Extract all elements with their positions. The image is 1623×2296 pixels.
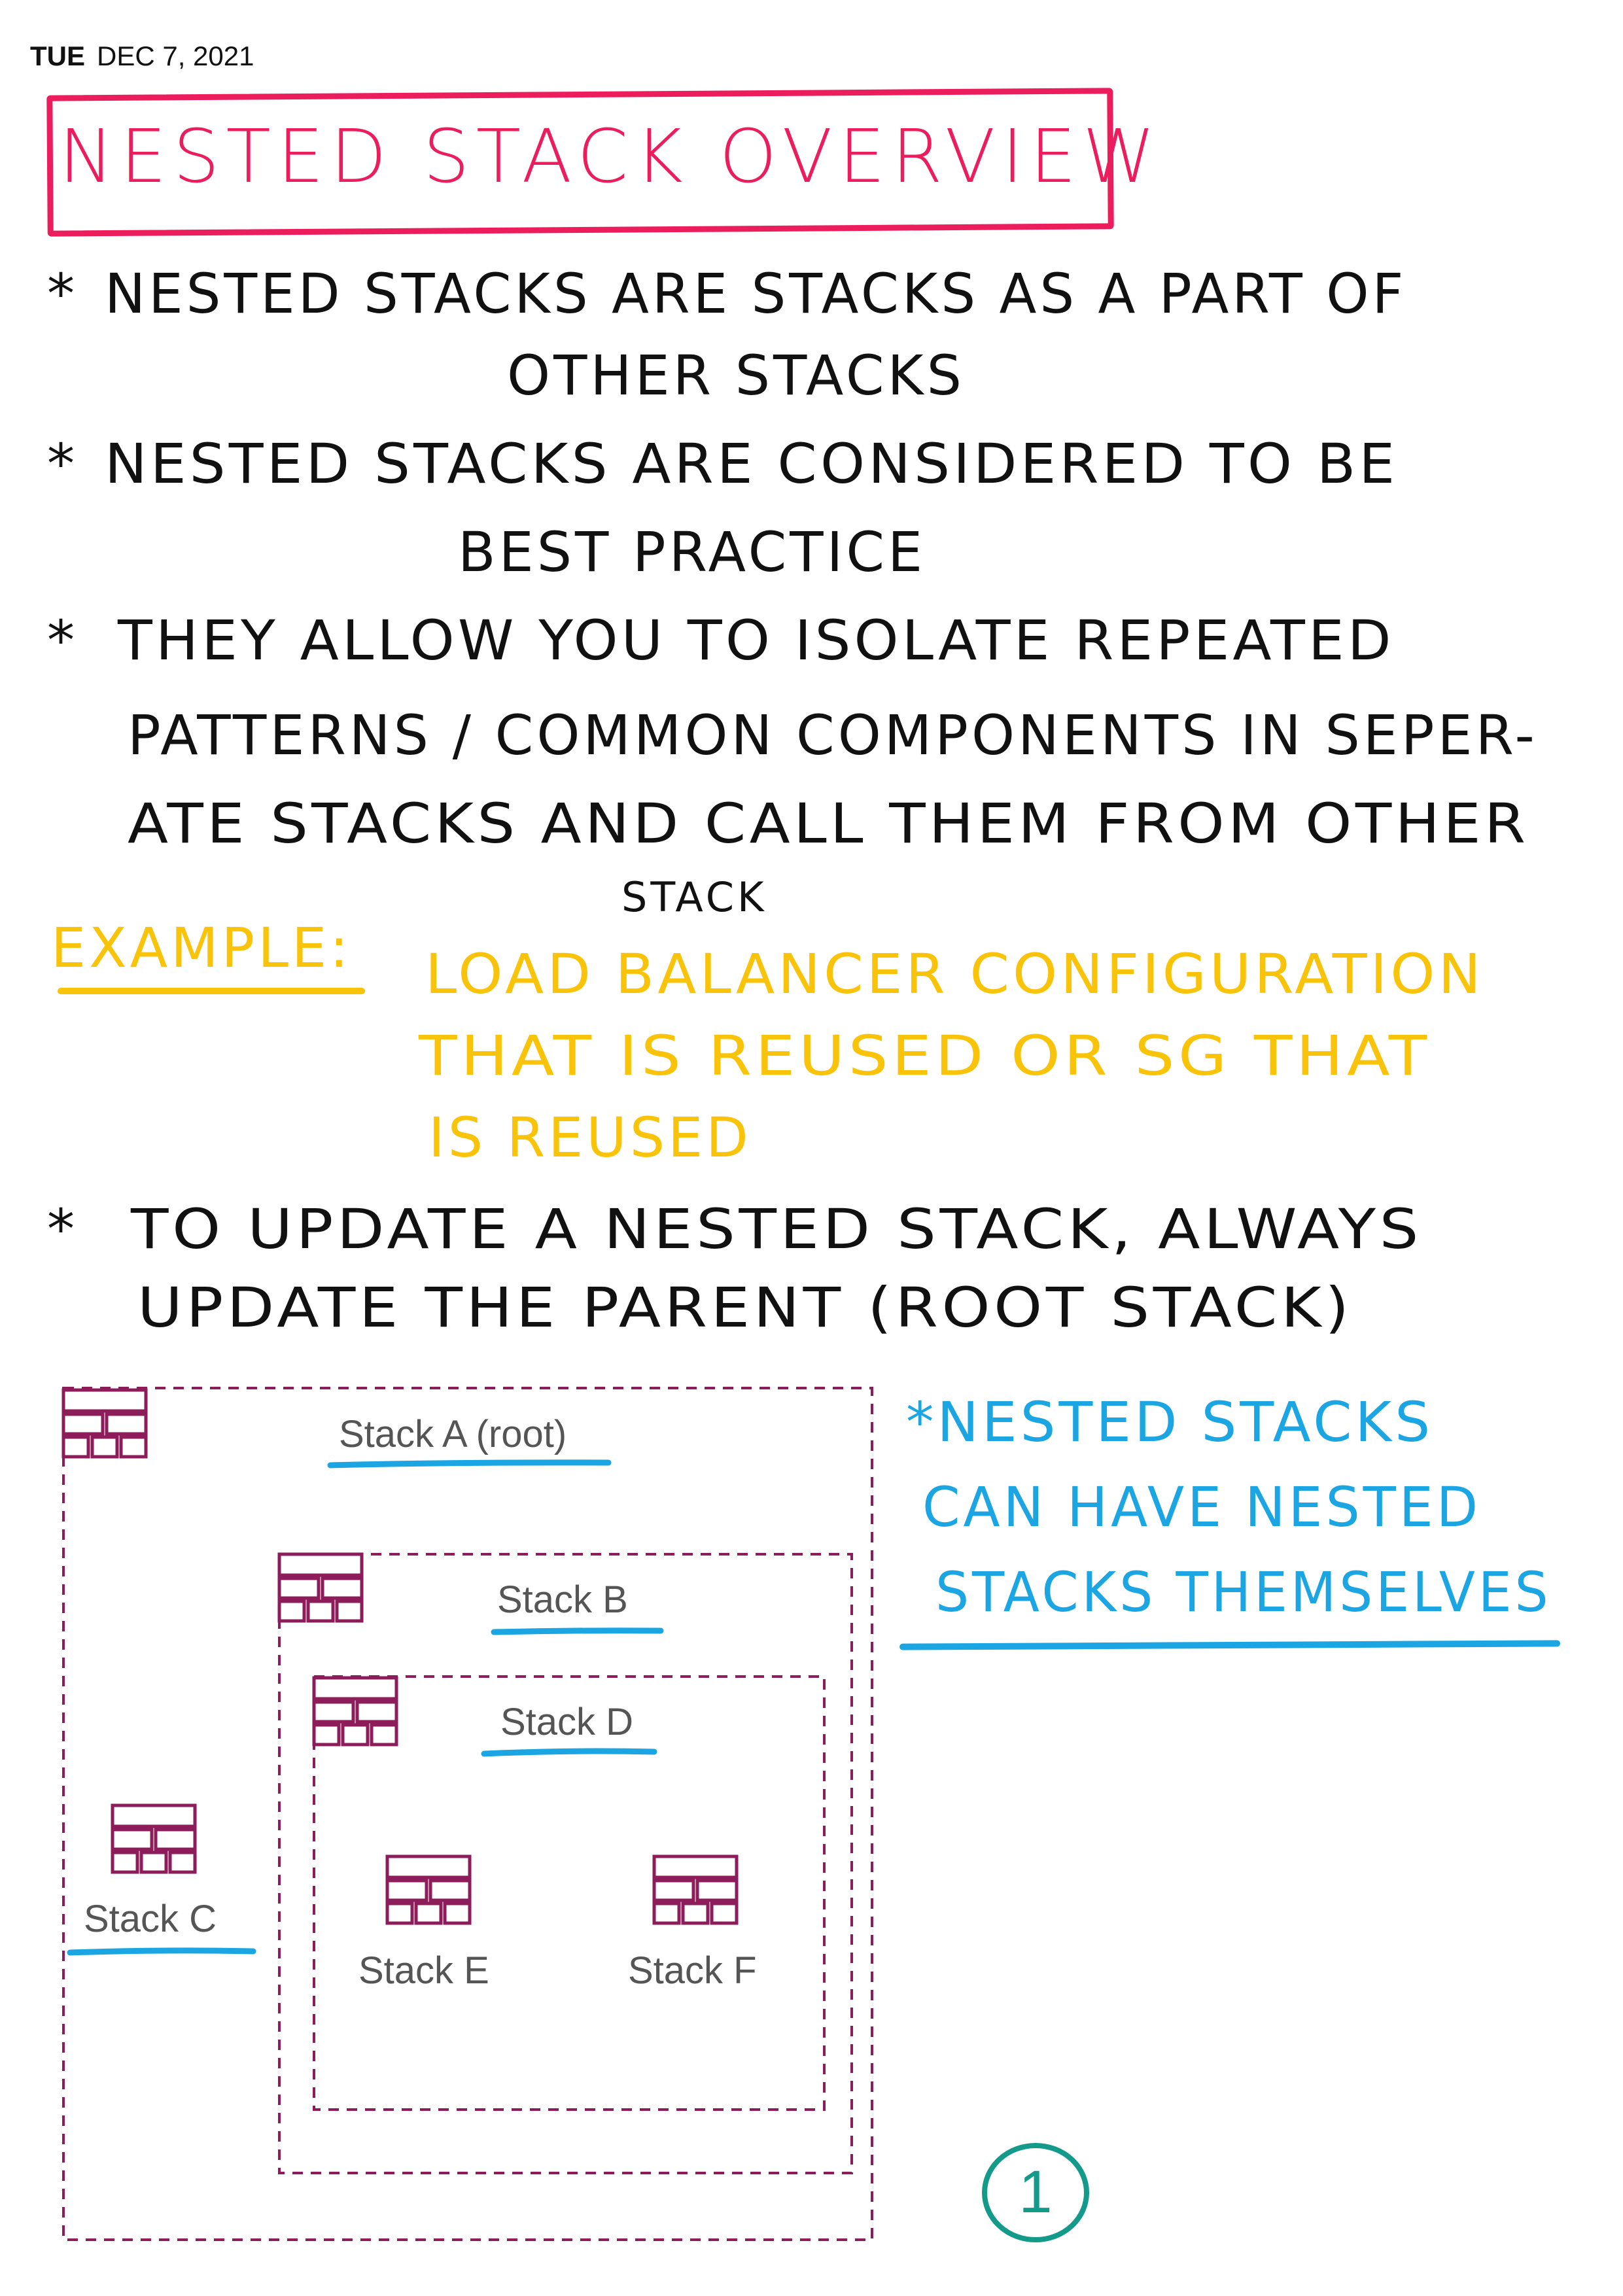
- bullet-4-marker: *: [47, 1197, 78, 1261]
- bullet-4-line-2: UPDATE THE PARENT (ROOT STACK): [137, 1276, 1353, 1340]
- stack-f-label: Stack F: [628, 1949, 757, 1992]
- page-title: NESTED STACK OVERVIEW: [59, 114, 1162, 200]
- bullet-1-line-1: NESTED STACKS ARE STACKS AS A PART OF: [105, 262, 1407, 326]
- example-line-1: LOAD BALANCER CONFIGURATION: [425, 942, 1484, 1006]
- bullet-1-marker: *: [47, 262, 78, 326]
- stack-c-underline: [67, 1947, 256, 1956]
- example-label: EXAMPLE:: [51, 916, 352, 980]
- stack-a-icon: [63, 1390, 146, 1457]
- stack-d-underline: [481, 1748, 657, 1757]
- bullet-3-line-4: STACK: [621, 873, 767, 921]
- bullet-2-marker: *: [47, 432, 78, 496]
- side-note-line-1: *NESTED STACKS: [906, 1390, 1434, 1454]
- stack-a-label: Stack A (root): [339, 1413, 567, 1455]
- example-label-underline: [58, 988, 365, 994]
- bullet-3-marker: *: [47, 608, 78, 672]
- date-value: DEC 7, 2021: [97, 41, 254, 71]
- stack-b-icon: [279, 1554, 362, 1621]
- bullet-1-line-2: OTHER STACKS: [507, 343, 965, 408]
- page-number: 1: [1019, 2159, 1052, 2225]
- page-number-badge: 1: [982, 2143, 1089, 2242]
- example-line-2: THAT IS REUSED OR SG THAT: [419, 1024, 1431, 1088]
- stack-a-underline: [327, 1459, 612, 1469]
- stack-f-icon: [654, 1856, 737, 1923]
- stack-d-container: [313, 1675, 826, 2111]
- bullet-4-line-1: TO UPDATE A NESTED STACK, ALWAYS: [131, 1197, 1422, 1261]
- stack-d-icon: [314, 1678, 396, 1745]
- bullet-3-line-1: THEY ALLOW YOU TO ISOLATE REPEATED: [118, 608, 1395, 672]
- stack-e-label: Stack E: [358, 1949, 489, 1992]
- stack-a-container: [62, 1387, 873, 2241]
- example-line-3: IS REUSED: [428, 1105, 752, 1170]
- page-number-circle: [982, 2143, 1089, 2242]
- stack-c-icon: [113, 1805, 195, 1872]
- stack-b-label: Stack B: [497, 1578, 628, 1621]
- stack-b-underline: [491, 1627, 664, 1635]
- date-day: TUE: [30, 41, 85, 71]
- stack-e-icon: [387, 1856, 470, 1923]
- stack-d-label: Stack D: [500, 1701, 633, 1743]
- nested-stacks-diagram: Stack A (root) Stack B Stack D Stack C S…: [0, 1387, 873, 2241]
- side-note-line-2: CAN HAVE NESTED: [922, 1475, 1482, 1539]
- page-date: TUE DEC 7, 2021: [30, 41, 254, 72]
- side-note-underline: [899, 1640, 1561, 1650]
- side-note-line-3: STACKS THEMSELVES: [935, 1560, 1552, 1624]
- stack-c-label: Stack C: [84, 1898, 217, 1940]
- bullet-2-line-1: NESTED STACKS ARE CONSIDERED TO BE: [105, 432, 1399, 496]
- bullet-3-line-2: PATTERNS / COMMON COMPONENTS IN SEPER-: [128, 703, 1538, 767]
- bullet-3-line-3: ATE STACKS AND CALL THEM FROM OTHER: [128, 791, 1529, 856]
- bullet-2-line-2: BEST PRACTICE: [458, 520, 926, 584]
- stack-b-container: [278, 1553, 853, 2174]
